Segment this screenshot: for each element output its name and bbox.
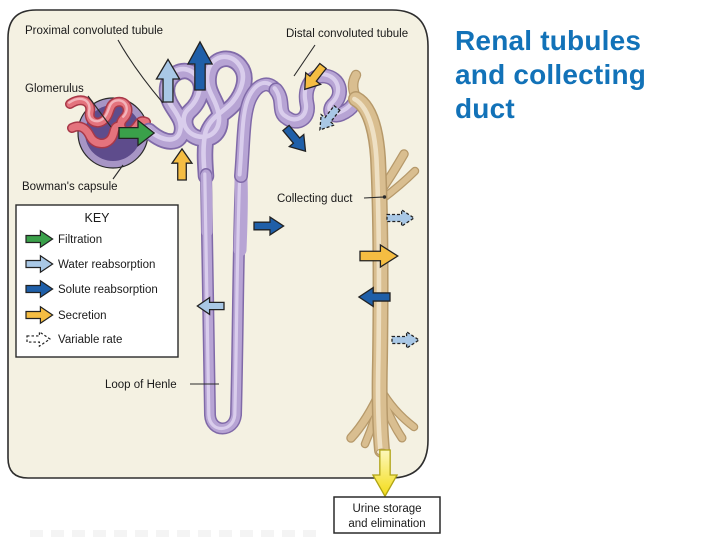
collecting-duct-label: Collecting duct xyxy=(277,193,353,205)
urine-storage-line2: and elimination xyxy=(348,518,425,530)
key-box: KEY Filtration Water reabsorption Solute… xyxy=(15,204,179,358)
loop-of-henle-art xyxy=(205,174,248,429)
key-item-filtration: Filtration xyxy=(58,234,102,246)
slide-title-line1: Renal tubules xyxy=(455,25,642,56)
key-item-solute-reabsorption: Solute reabsorption xyxy=(58,284,158,296)
glomerulus-label: Glomerulus xyxy=(25,83,84,95)
distal-pointer-line xyxy=(293,44,316,77)
urine-storage-line1: Urine storage xyxy=(352,503,421,515)
key-item-variable-rate: Variable rate xyxy=(58,334,122,346)
proximal-convoluted-tubule-label: Proximal convoluted tubule xyxy=(25,25,163,37)
proximal-pointer-line xyxy=(117,39,164,104)
distal-convoluted-tubule-label: Distal convoluted tubule xyxy=(286,28,408,40)
clipped-copyright-text xyxy=(30,530,322,537)
key-item-secretion: Secretion xyxy=(58,310,107,322)
glomerulus-pointer-line xyxy=(87,95,112,128)
collecting-pointer-dot xyxy=(382,195,387,199)
bowmans-capsule-label: Bowman's capsule xyxy=(22,181,118,193)
label-pointer-lines xyxy=(87,39,387,385)
bowmans-pointer-line xyxy=(112,164,124,180)
urine-storage-box: Urine storage and elimination xyxy=(333,496,441,534)
key-item-water-reabsorption: Water reabsorption xyxy=(58,259,155,271)
slide-title-line2: and collecting xyxy=(455,59,647,90)
slide-title-line3: duct xyxy=(455,93,515,124)
slide-title: Renal tubules and collecting duct xyxy=(455,24,710,126)
loop-of-henle-label: Loop of Henle xyxy=(105,379,177,391)
key-title: KEY xyxy=(84,211,110,225)
collecting-pointer-line xyxy=(363,196,385,199)
